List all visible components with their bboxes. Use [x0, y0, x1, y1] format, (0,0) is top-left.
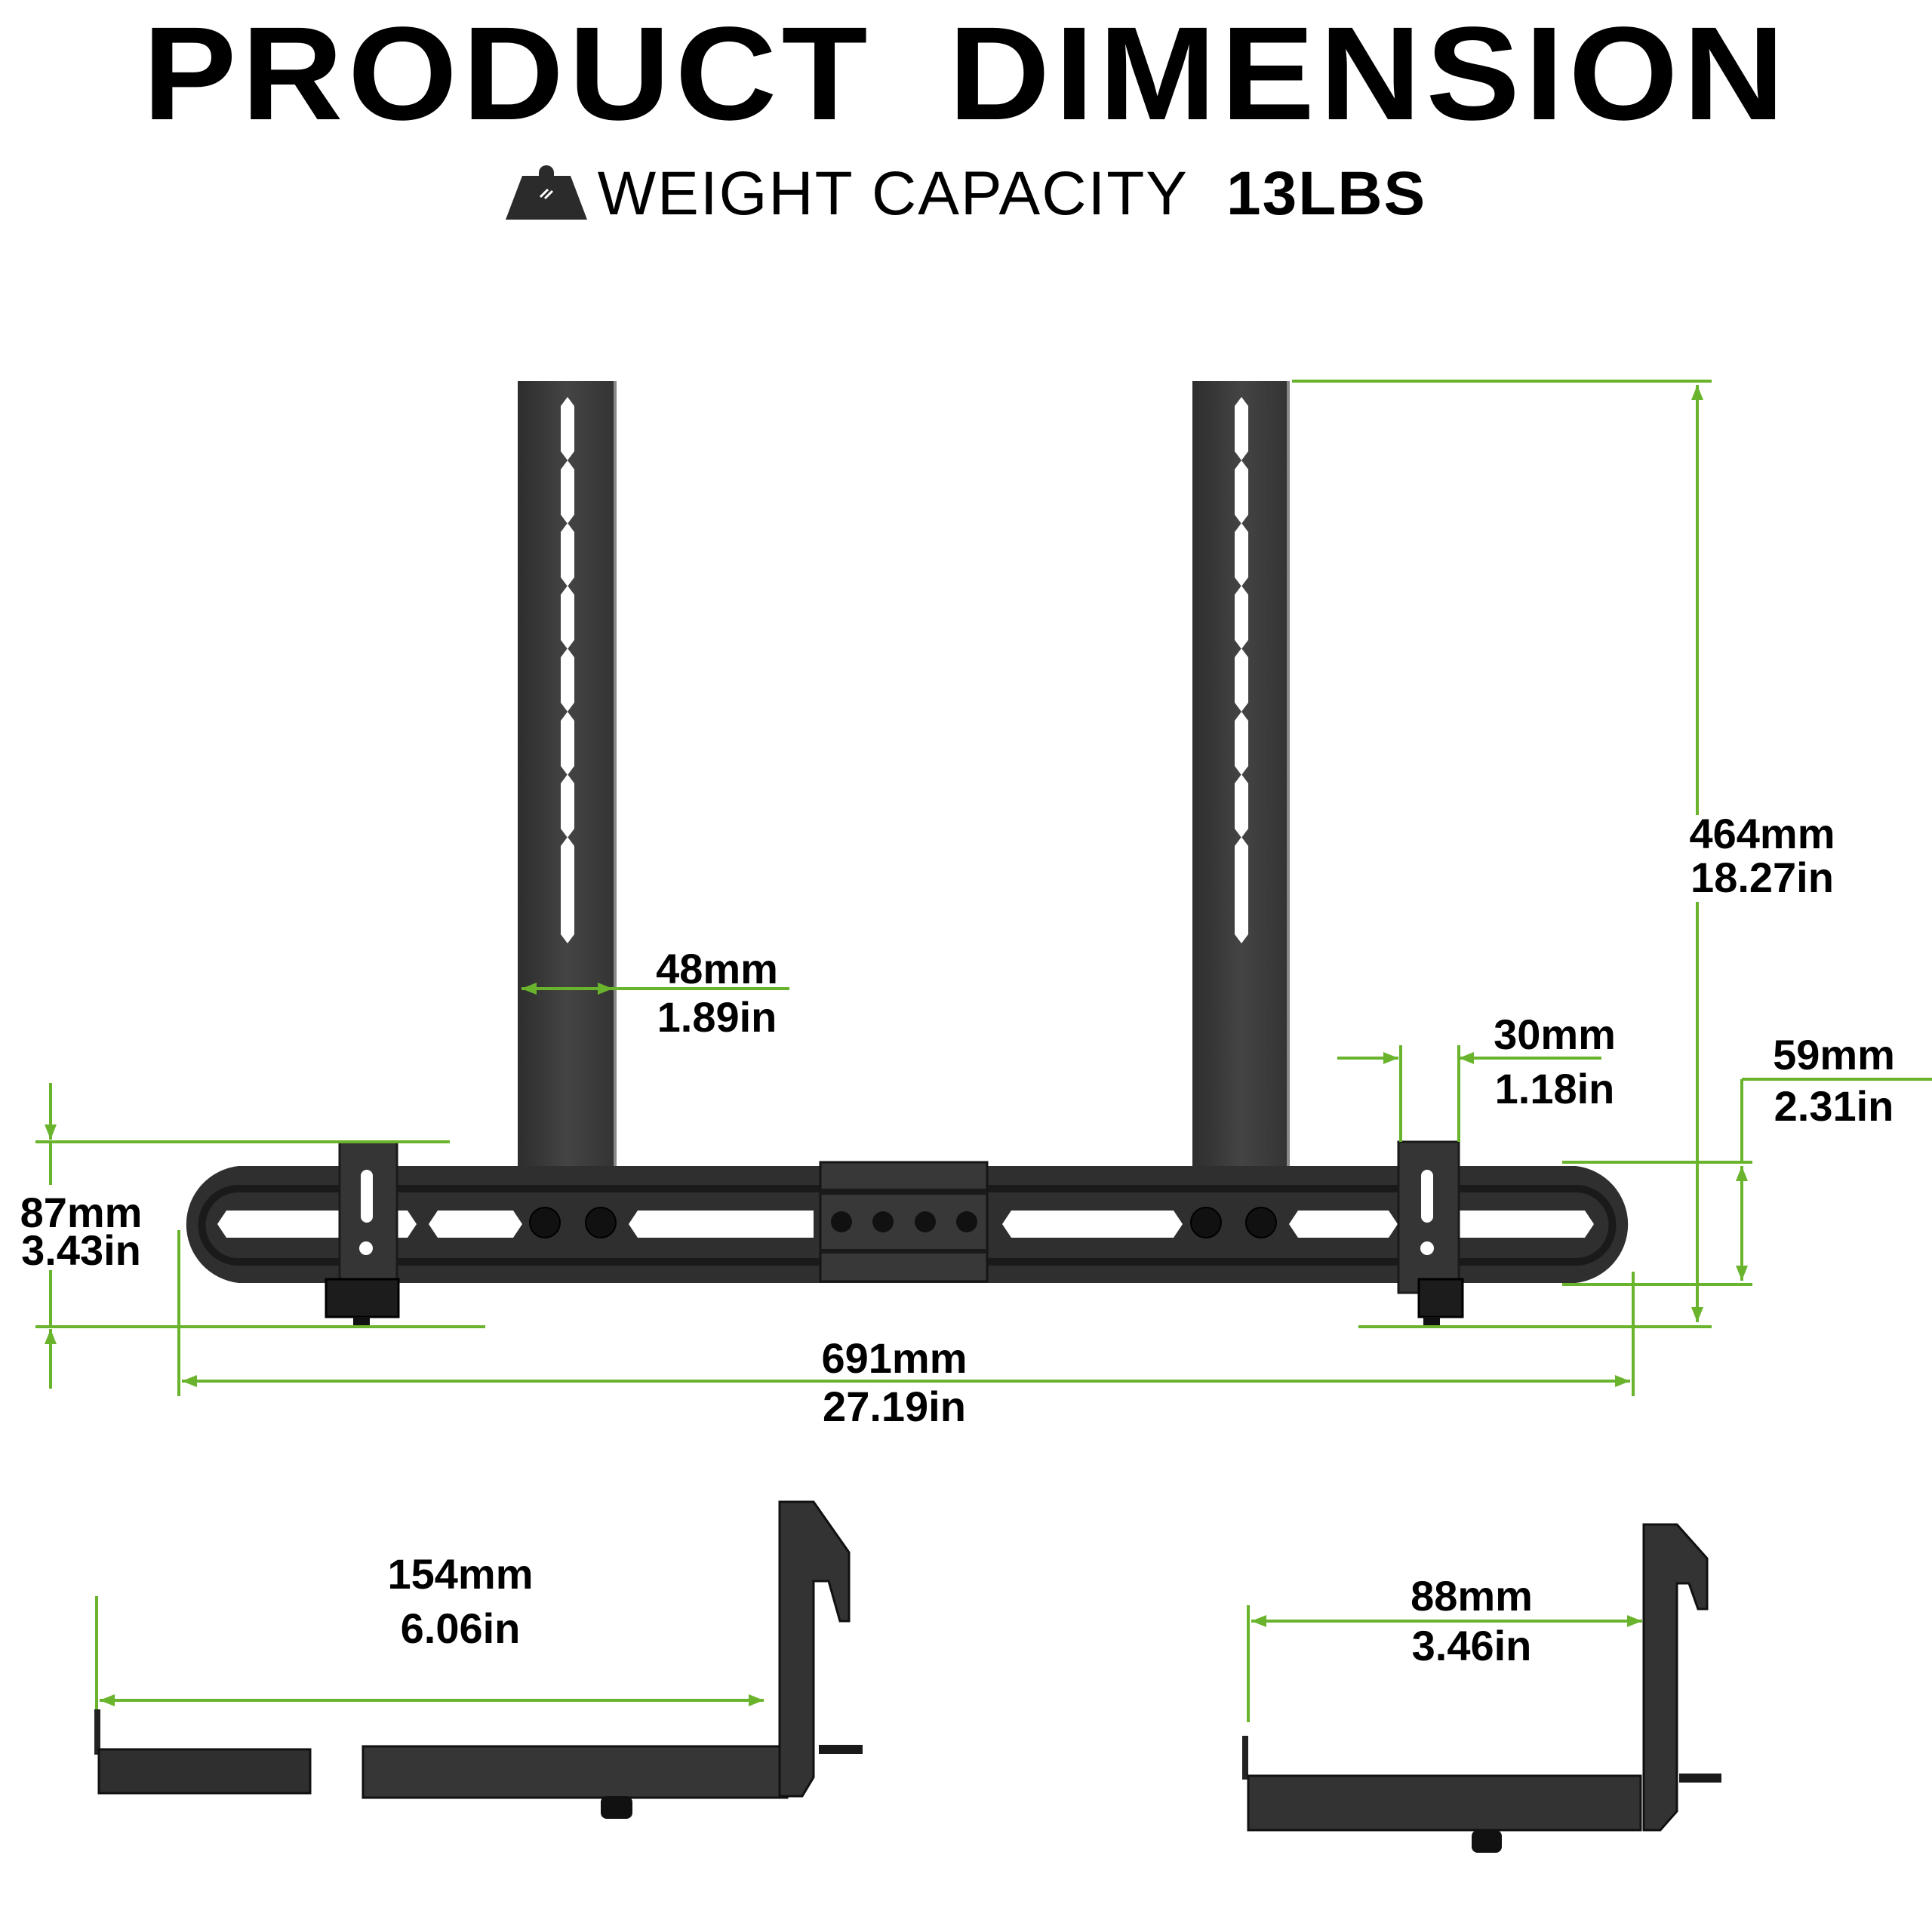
long-shelf-depth-label: 154mm 6.06in [362, 1547, 558, 1656]
short-shelf-bracket [1242, 1523, 1721, 1853]
clip-height-in: 3.43in [21, 1226, 141, 1274]
bar-length-in: 27.19in [823, 1383, 966, 1430]
upright-width-in: 1.89in [657, 993, 777, 1041]
short-shelf-depth-label: 88mm 3.46in [1381, 1571, 1562, 1671]
upright-height-in: 18.27in [1690, 854, 1834, 901]
bar-length-mm: 691mm [821, 1334, 968, 1382]
left-upright [518, 381, 617, 1166]
left-clip [325, 1140, 400, 1326]
clip-width-label: 30mm 1.18in [1479, 1008, 1630, 1116]
upright-height-label: 464mm 18.27in [1657, 812, 1868, 900]
clip-width-mm: 30mm [1494, 1011, 1616, 1058]
short-shelf-depth-mm: 88mm [1411, 1572, 1533, 1620]
page-title: PRODUCT DIMENSION [142, 0, 1790, 148]
clip-height-mm: 87mm [20, 1189, 143, 1236]
bar-length-label: 691mm 27.19in [792, 1334, 996, 1431]
upright-width-label: 48mm 1.89in [634, 945, 800, 1041]
bar-height-in: 2.31in [1774, 1082, 1894, 1130]
right-upright [1192, 381, 1290, 1166]
weight-icon [505, 162, 587, 233]
dimension-lines [35, 380, 1932, 1722]
short-shelf-depth-in: 3.46in [1411, 1622, 1532, 1669]
clip-width-in: 1.18in [1494, 1065, 1615, 1112]
bar-height-label: 59mm 2.31in [1758, 1029, 1909, 1132]
long-shelf-depth-in: 6.06in [400, 1604, 521, 1652]
right-clip [1397, 1140, 1464, 1326]
weight-capacity-label: WEIGHT CAPACITY [597, 159, 1189, 228]
clip-height-label: 87mm 3.43in [0, 1189, 162, 1274]
weight-capacity: WEIGHT CAPACITY 13LBS [0, 160, 1932, 233]
upright-width-mm: 48mm [656, 945, 778, 992]
upright-height-mm: 464mm [1689, 810, 1835, 857]
weight-capacity-value: 13LBS [1226, 159, 1427, 228]
bar-height-mm: 59mm [1773, 1031, 1895, 1078]
long-shelf-bracket [94, 1500, 863, 1819]
long-shelf-depth-mm: 154mm [387, 1550, 534, 1598]
